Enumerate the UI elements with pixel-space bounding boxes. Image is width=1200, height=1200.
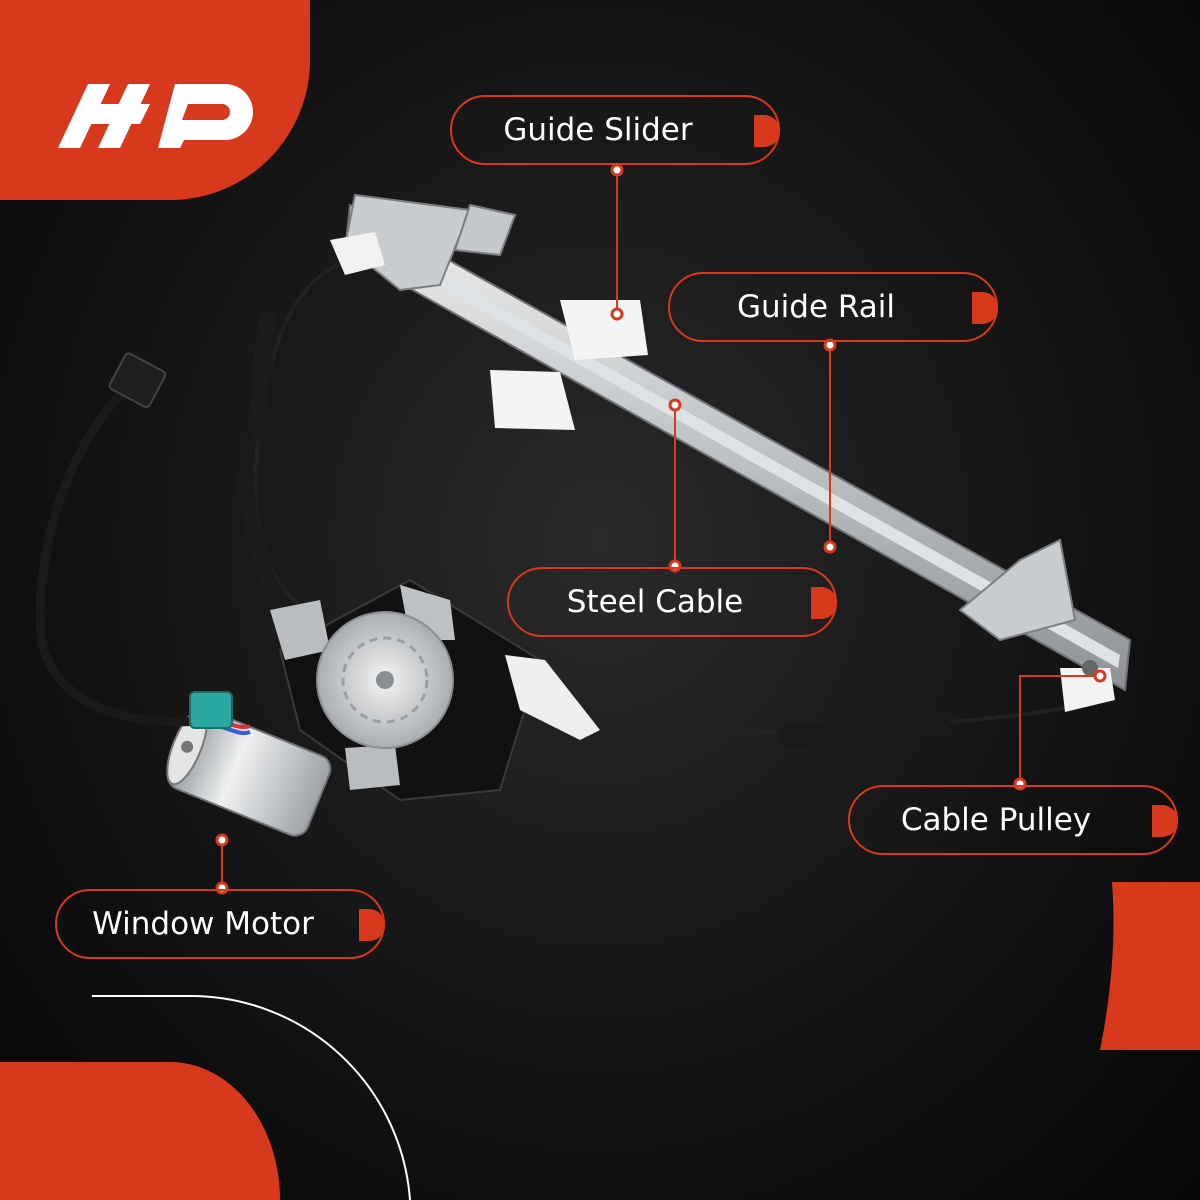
right-corner-shape	[1100, 882, 1200, 1050]
window-regulator-illustration	[35, 193, 1132, 837]
callout-tab-icon	[972, 292, 998, 324]
callout-tab-icon	[811, 587, 837, 619]
leader-lines	[221, 170, 1100, 888]
callout-tab-icon	[754, 115, 780, 147]
guide-rail-label: Guide Rail	[737, 289, 895, 325]
logo-corner-shape	[0, 0, 310, 200]
bottom-left-outline-arc	[92, 994, 411, 1200]
guide-rail-callout: Guide Rail	[668, 272, 998, 342]
window-motor-label: Window Motor	[92, 906, 314, 942]
guide-slider-label: Guide Slider	[503, 112, 693, 148]
steel-cable-label: Steel Cable	[566, 584, 744, 620]
callout-tab-icon	[359, 909, 385, 941]
callout-tab-icon	[1152, 805, 1178, 837]
cable-pulley-callout: Cable Pulley	[848, 785, 1178, 855]
guide-slider-callout: Guide Slider	[450, 95, 780, 165]
cable-pulley-label: Cable Pulley	[900, 802, 1092, 838]
steel-cable-callout: Steel Cable	[507, 567, 837, 637]
window-motor-callout: Window Motor	[55, 889, 385, 959]
bottom-left-corner-shape	[0, 1062, 280, 1200]
brand-logo	[58, 84, 253, 148]
